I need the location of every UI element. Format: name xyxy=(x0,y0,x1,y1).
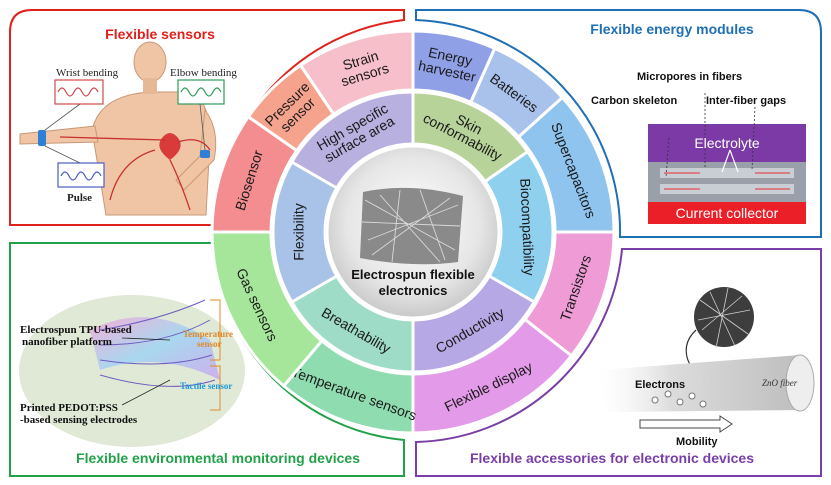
label-electrons: Electrons xyxy=(635,379,685,391)
label-electrolyte: Electrolyte xyxy=(694,135,760,151)
label-elbow-bending: Elbow bending xyxy=(170,67,237,79)
label-tpu-platform-1: Electrospun TPU-based xyxy=(20,324,132,336)
label-current-collector: Current collector xyxy=(676,205,779,221)
nanofiber-mat xyxy=(360,187,463,265)
label-zno-fiber: ZnO fiber xyxy=(762,378,798,388)
label-temperature-sensor-1: Temperature xyxy=(183,329,233,339)
center-label-line2: electronics xyxy=(379,283,448,298)
monitor-illustration: Electrospun TPU-based nanofiber platform… xyxy=(19,295,245,447)
accessory-illustration: Electrons Mobility ZnO fiber xyxy=(600,287,815,448)
label-carbon-skeleton: Carbon skeleton xyxy=(591,95,677,107)
label-tactile-sensor: Tactile sensor xyxy=(180,381,232,391)
title-environmental: Flexible environmental monitoring device… xyxy=(76,450,360,466)
inner-label-biocompatibility: Biocompatibility xyxy=(517,178,537,276)
energy-illustration: Micropores in fibers Carbon skeleton Int… xyxy=(591,71,806,224)
outer-segment-pressure-sensor xyxy=(246,63,336,153)
inner-ring: SkinconformabilityBiocompatibilityConduc… xyxy=(271,90,555,374)
center-label-line1: Electrospun flexible xyxy=(351,267,475,282)
label-tpu-platform-2: nanofiber platform xyxy=(22,336,112,348)
inner-label-flexibility: Flexibility xyxy=(291,203,307,261)
title-flexible-sensors: Flexible sensors xyxy=(105,26,215,42)
label-wrist-bending: Wrist bending xyxy=(56,67,119,79)
inner-segment-high-specific-surface-area xyxy=(289,90,415,191)
label-pulse: Pulse xyxy=(67,192,92,204)
label-pedot-2: -based sensing electrodes xyxy=(20,414,138,426)
frame-accessories xyxy=(415,248,822,477)
label-inter-fiber-gaps: Inter-fiber gaps xyxy=(706,95,786,107)
label-pedot-1: Printed PEDOT:PSS xyxy=(20,402,118,414)
frame-flexible-energy xyxy=(415,9,822,238)
sensor-illustration: Wrist bending Elbow bending Pulse xyxy=(19,41,237,216)
title-flexible-energy: Flexible energy modules xyxy=(590,21,754,37)
label-temperature-sensor-2: sensor xyxy=(197,339,222,349)
label-micropores: Micropores in fibers xyxy=(637,71,742,83)
title-accessories: Flexible accessories for electronic devi… xyxy=(470,450,754,466)
label-mobility: Mobility xyxy=(676,436,718,448)
